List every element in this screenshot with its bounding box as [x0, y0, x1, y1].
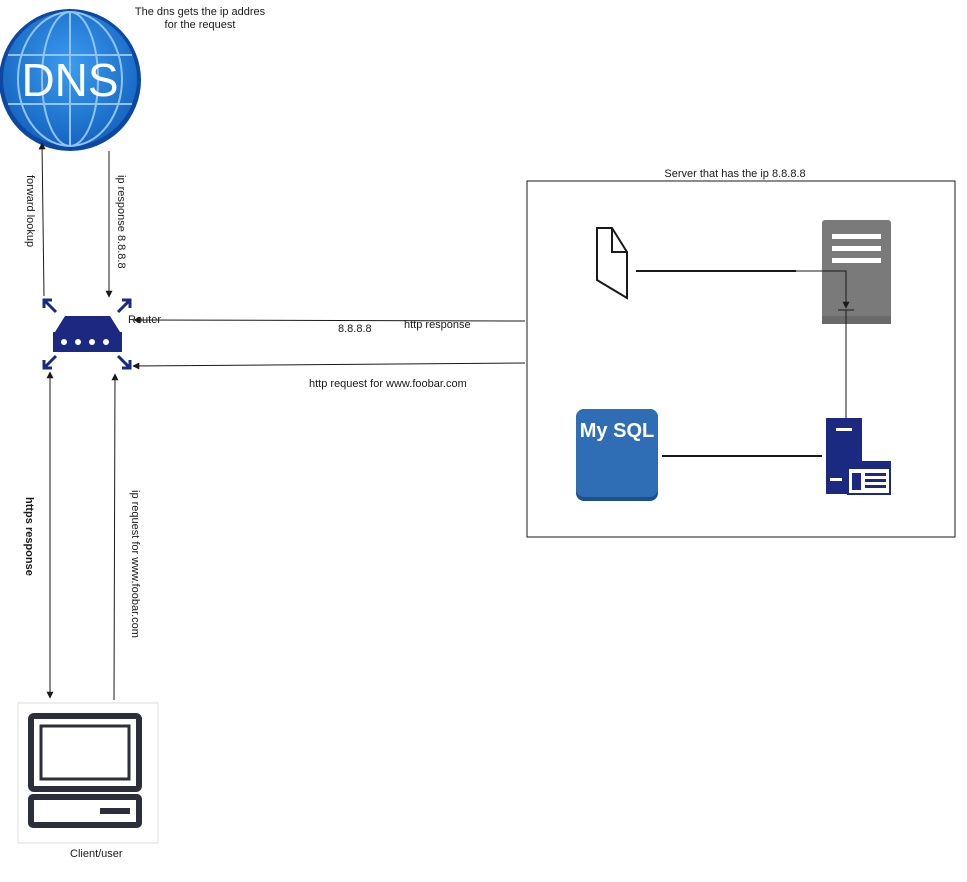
client-label: Client/user: [70, 848, 123, 860]
router-label: Router: [128, 314, 162, 326]
ip-response-line2: 8.8.8.8: [115, 234, 127, 269]
dns-note-line2: for the request: [164, 19, 236, 31]
https-response-label: https response: [23, 497, 35, 576]
http-request-arrow: [132, 362, 526, 370]
ip-response-label: ip response 8.8.8.8: [114, 175, 127, 269]
document-to-server-connector: [796, 270, 850, 309]
forward-lookup-arrow: [38, 142, 46, 297]
server-title: Server that has the ip 8.8.8.8: [664, 168, 806, 180]
dns-logo-text: DNS: [21, 54, 118, 106]
ip-response-line1: ip response: [115, 175, 127, 232]
mysql-label: My SQL: [580, 420, 654, 442]
forward-lookup-label: forward lookup: [24, 175, 36, 248]
application-server-icon: [826, 418, 891, 495]
dns-note-line1: The dns gets the ip addres: [134, 6, 266, 18]
router-ip-label: 8.8.8.8: [338, 323, 372, 335]
http-response-label: http response: [404, 319, 471, 331]
document-icon: [596, 227, 628, 300]
http-response-arrow: [133, 316, 526, 324]
dns-note: The dns gets the ip addres for the reque…: [120, 6, 280, 32]
ip-request-arrow: [111, 373, 119, 701]
router-icon: [42, 298, 132, 370]
ip-request-label: ip request for www.foobar.com: [129, 490, 141, 638]
web-server-icon: [822, 220, 891, 324]
client-computer-icon: [17, 702, 159, 844]
server-container: [526, 180, 956, 538]
mysql-database-icon: My SQL: [576, 409, 658, 501]
dns-globe-icon: DNS: [0, 9, 141, 151]
http-request-label: http request for www.foobar.com: [309, 378, 467, 390]
